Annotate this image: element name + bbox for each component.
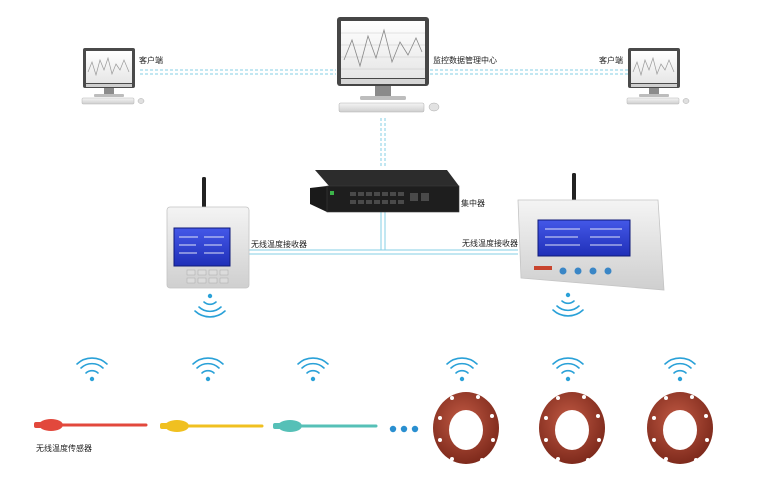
sensor-teal (273, 420, 378, 432)
ring-hole (555, 410, 589, 450)
screen-graph (87, 56, 130, 77)
monitor-stand (104, 88, 114, 94)
ring-sensor-3 (647, 392, 713, 464)
center-computer (337, 17, 440, 113)
mouse (682, 98, 690, 104)
receiver-right-device (517, 173, 665, 291)
wifi-icon-receiver-right (552, 292, 584, 317)
receiver-left-device (166, 177, 250, 289)
wifi-icon-receiver-left (194, 293, 226, 318)
wifi-icon (552, 357, 584, 382)
keyboard (338, 102, 425, 113)
concentrator-side (310, 186, 327, 212)
sensor-head (165, 420, 189, 432)
sensor-red (34, 419, 148, 431)
wifi-icon (446, 357, 478, 382)
screen-graph (343, 28, 423, 68)
label-client-left: 客户端 (139, 56, 163, 65)
ring-holes (438, 395, 495, 462)
sensor-wifi-icons (76, 357, 696, 382)
label-receiver-left: 无线温度接收器 (251, 240, 307, 249)
monitor-chin (341, 79, 425, 84)
monitor-stand (375, 86, 391, 96)
label-client-right: 客户端 (599, 56, 623, 65)
wifi-icon (76, 357, 108, 382)
ring-sensor-1 (433, 392, 499, 464)
antenna-icon (202, 177, 206, 211)
wifi-icon (297, 357, 329, 382)
sensor-yellow (160, 420, 264, 432)
monitor-stand (649, 88, 659, 94)
monitor-chin (86, 84, 132, 87)
power-led (330, 191, 334, 195)
concentrator-device (310, 170, 460, 213)
concentrator-top (315, 170, 459, 186)
sensor-tip (160, 423, 168, 429)
label-monitoring-center: 监控数据管理中心 (433, 56, 497, 65)
ports (350, 192, 429, 204)
monitor-base (639, 94, 669, 97)
monitor-screen (631, 51, 677, 83)
ellipsis-dots (389, 425, 419, 433)
ring-hole (663, 410, 697, 450)
bus-lines (248, 212, 518, 255)
sensor-tip (273, 423, 281, 429)
sensor-head (39, 419, 63, 431)
keyboard (81, 97, 135, 105)
screen-graph (632, 56, 675, 77)
monitor-screen (86, 51, 132, 83)
ring-sensor-2 (539, 392, 605, 464)
sensor-head (278, 420, 302, 432)
wifi-icon (664, 357, 696, 382)
monitor-base (94, 94, 124, 97)
lcd-readout (179, 236, 224, 254)
lcd-screen (537, 219, 631, 257)
label-receiver-right: 无线温度接收器 (462, 239, 518, 248)
link-lines (140, 69, 628, 168)
ring-holes (544, 395, 601, 462)
mouse (137, 98, 145, 104)
mouse (428, 102, 440, 112)
ring-holes (652, 395, 709, 462)
ring-hole (449, 410, 483, 450)
concentrator-front (326, 185, 460, 213)
sensor-tip (34, 422, 42, 428)
antenna-icon (572, 173, 576, 203)
lcd-readout (545, 228, 622, 246)
client-computer-right (626, 48, 690, 105)
lcd-screen (173, 227, 231, 267)
label-sensor: 无线温度传感器 (36, 444, 92, 453)
monitor-screen (341, 21, 425, 78)
monitor-base (360, 96, 406, 100)
client-computer-left (81, 48, 145, 105)
meter-buttons (186, 269, 229, 284)
meter-buttons (559, 267, 612, 275)
label-concentrator: 集中器 (461, 199, 485, 208)
monitor-chin (631, 84, 677, 87)
wifi-icon (192, 357, 224, 382)
keyboard (626, 97, 680, 105)
status-bar (534, 266, 552, 270)
